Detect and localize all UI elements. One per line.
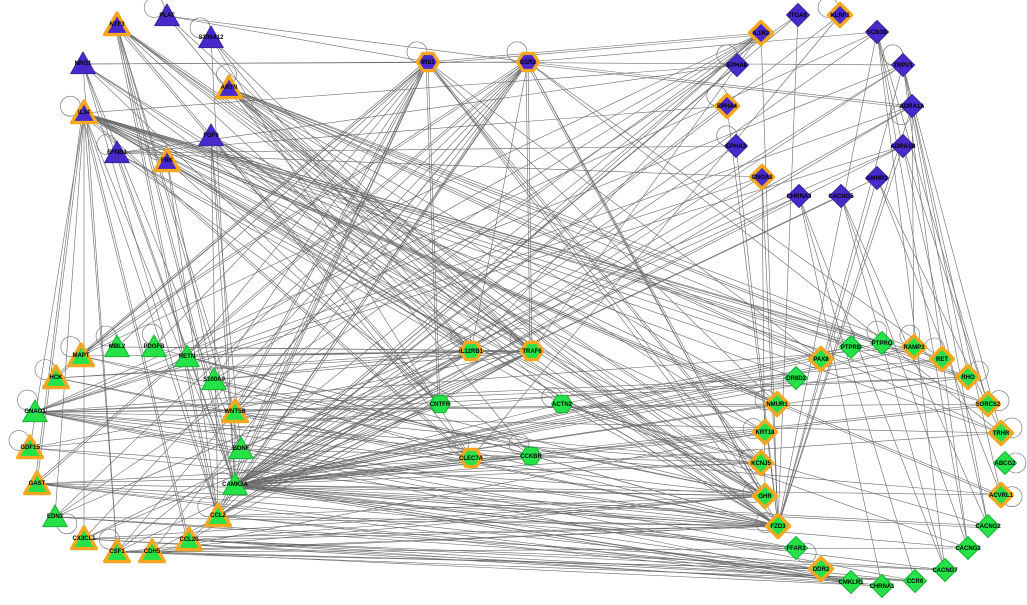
svg-text:TRHR: TRHR [993,431,1010,437]
svg-text:S100A9: S100A9 [203,377,225,383]
svg-text:IL34: IL34 [78,110,91,116]
svg-text:OR8D2: OR8D2 [786,376,807,382]
svg-text:ADRA1A: ADRA1A [899,104,925,110]
svg-text:EPHA4: EPHA4 [717,104,738,110]
svg-text:PTPRO: PTPRO [872,341,893,347]
svg-text:PLAT: PLAT [159,13,175,19]
svg-text:S100A12: S100A12 [198,35,224,41]
svg-text:CLEC7A: CLEC7A [459,456,484,462]
svg-text:PAX8: PAX8 [813,357,829,363]
svg-text:GHR: GHR [758,494,772,500]
svg-text:WNT5B: WNT5B [224,409,246,415]
svg-text:ARTN: ARTN [221,85,238,91]
svg-text:RETN: RETN [179,354,195,360]
svg-text:GDF15: GDF15 [20,445,40,451]
svg-text:EFNB1: EFNB1 [107,150,127,156]
svg-text:TRAF6: TRAF6 [522,349,542,355]
svg-text:CHRNA3: CHRNA3 [786,194,812,200]
svg-text:SCN3B: SCN3B [867,30,888,36]
svg-text:ABCG2: ABCG2 [994,461,1016,467]
svg-text:BDNF: BDNF [233,446,250,452]
svg-text:FRK: FRK [161,158,174,164]
svg-text:MAPT: MAPT [73,353,90,359]
svg-text:GNAO1: GNAO1 [24,409,46,415]
svg-text:HCK: HCK [50,375,64,381]
svg-text:CCL2: CCL2 [210,513,226,519]
svg-text:SORCS2: SORCS2 [976,402,1001,408]
svg-text:CDH5: CDH5 [144,549,161,555]
svg-text:FGF6: FGF6 [203,133,219,139]
svg-text:EPHA3: EPHA3 [726,144,747,150]
svg-text:CCR6: CCR6 [907,579,924,585]
svg-text:KRT18: KRT18 [755,430,775,436]
svg-text:TRPV1: TRPV1 [893,63,913,69]
svg-text:NRG1: NRG1 [75,61,92,67]
svg-text:MBL2: MBL2 [109,344,126,350]
svg-text:DDR2: DDR2 [813,567,830,573]
svg-text:GAST: GAST [29,481,46,487]
svg-text:EDN3: EDN3 [47,514,64,520]
svg-text:AMHR2: AMHR2 [866,176,888,182]
svg-text:PTPRB: PTPRB [841,345,862,351]
svg-text:FZD3: FZD3 [771,524,787,530]
svg-text:ITGA8: ITGA8 [789,13,807,19]
svg-text:PDGFB: PDGFB [144,344,166,350]
svg-text:CACNG5: CACNG5 [828,194,854,200]
svg-text:ADRA1B: ADRA1B [890,144,916,150]
svg-text:CACNG2: CACNG2 [975,524,1001,530]
svg-text:IL1R2: IL1R2 [753,31,770,37]
svg-text:KCNJ5: KCNJ5 [751,461,771,467]
svg-text:CSF1: CSF1 [109,549,125,555]
svg-text:FFAR3: FFAR3 [786,546,806,552]
svg-text:CACNG7: CACNG7 [932,568,958,574]
svg-text:CMKLR1: CMKLR1 [839,580,865,586]
svg-text:CX3CL1: CX3CL1 [72,536,96,542]
svg-text:RET: RET [936,357,948,363]
svg-text:RHO: RHO [961,375,975,381]
svg-text:IRS1: IRS1 [421,60,435,66]
svg-text:CHRNA1: CHRNA1 [869,584,895,590]
svg-text:EPHA8: EPHA8 [727,63,748,69]
svg-text:CCKBR: CCKBR [520,454,542,460]
svg-text:CAMK2A: CAMK2A [222,482,248,488]
svg-text:NTF3: NTF3 [110,22,126,28]
svg-text:ACTN2: ACTN2 [552,402,573,408]
svg-text:CNTFR: CNTFR [430,402,451,408]
svg-text:RAMP3: RAMP3 [903,345,925,351]
svg-text:ACVRL1: ACVRL1 [989,493,1014,499]
svg-text:IL12RB1: IL12RB1 [459,349,484,355]
svg-text:KLRF1: KLRF1 [830,13,850,19]
svg-text:CNGA3: CNGA3 [751,175,773,181]
svg-text:CACNG3: CACNG3 [955,546,981,552]
svg-text:NMUR1: NMUR1 [766,402,788,408]
svg-text:CCL20: CCL20 [179,537,199,543]
svg-text:ESR2: ESR2 [520,60,536,66]
